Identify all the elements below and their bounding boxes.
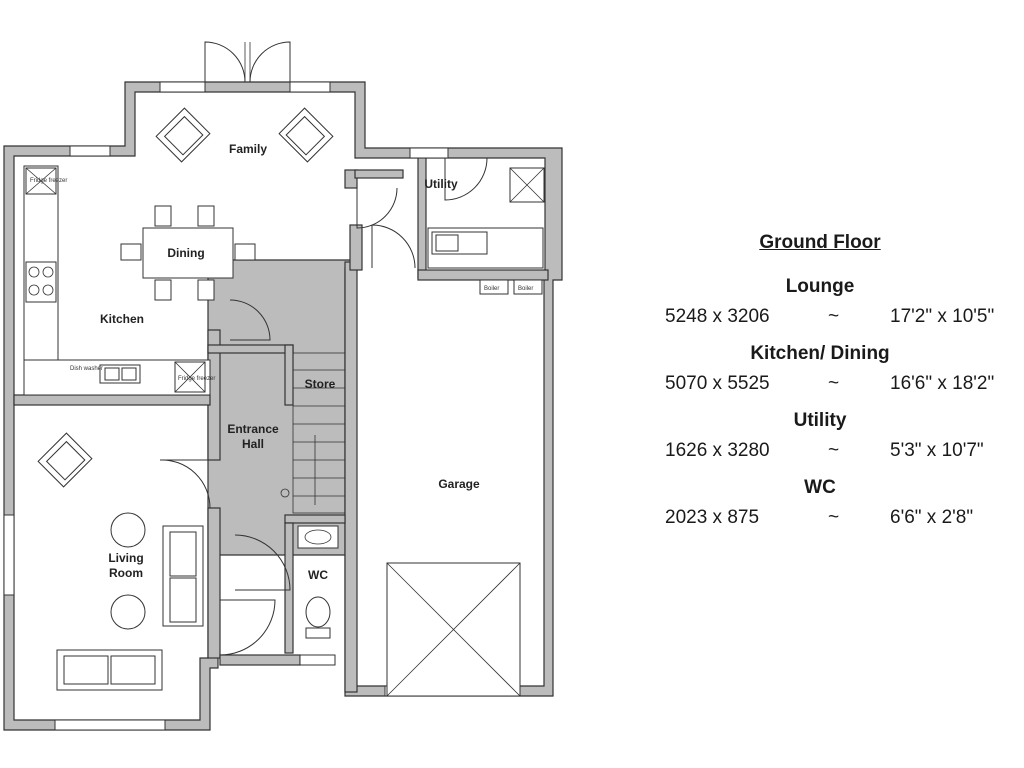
room-label-entrance: Entrance <box>227 422 279 436</box>
room-dimensions-kitchen-dining: 5070 x 5525 ~ 16'6" x 18'2" <box>650 369 1020 406</box>
kitchen-units <box>23 165 211 396</box>
room-name-utility: Utility <box>793 410 847 431</box>
imperial-dimension: 16'6" x 18'2" <box>890 373 995 394</box>
fridge-freezer-label-2: Fridge freezer <box>178 376 215 382</box>
french-doors <box>204 41 291 83</box>
room-label-kitchen: Kitchen <box>100 312 144 326</box>
room-label-store: Store <box>305 377 336 391</box>
imperial-dimension: 5'3" x 10'7" <box>890 440 984 461</box>
metric-dimension: 1626 x 3280 <box>665 440 770 461</box>
room-name-lounge: Lounge <box>785 276 855 297</box>
metric-dimension: 5248 x 3206 <box>665 306 770 327</box>
room-label-dining: Dining <box>167 246 204 260</box>
room-label-living: Living <box>108 551 143 565</box>
wc-fixtures <box>297 525 339 639</box>
separator: ~ <box>828 507 840 528</box>
room-label-room: Room <box>109 566 143 580</box>
room-schedule: Ground Floor Lounge 5248 x 3206 ~ 17'2" … <box>650 232 1020 540</box>
room-dimensions-lounge: 5248 x 3206 ~ 17'2" x 10'5" <box>650 302 1020 339</box>
internal-doors <box>159 157 488 656</box>
separator: ~ <box>828 306 840 327</box>
dining-table <box>120 205 256 301</box>
stairs <box>280 352 346 514</box>
metric-dimension: 5070 x 5525 <box>665 373 770 394</box>
room-label-utility: Utility <box>424 177 458 191</box>
boiler-label-2: Boiler <box>518 286 533 292</box>
separator: ~ <box>828 373 840 394</box>
room-label-hall: Hall <box>242 437 264 451</box>
imperial-dimension: 17'2" x 10'5" <box>890 306 995 327</box>
fridge-freezer-label: Fridge freezer <box>30 178 67 184</box>
armchair-right <box>278 107 334 163</box>
room-dimensions-utility: 1626 x 3280 ~ 5'3" x 10'7" <box>650 436 1020 473</box>
room-name-wc: WC <box>804 477 836 498</box>
living-furniture <box>37 432 204 691</box>
dishwasher-label: Dish washer <box>70 366 103 372</box>
armchair-left <box>155 107 211 163</box>
boiler-label-1: Boiler <box>484 286 499 292</box>
imperial-dimension: 6'6" x 2'8" <box>890 507 974 528</box>
room-label-garage: Garage <box>438 477 480 491</box>
garage-door <box>386 562 521 697</box>
room-label-family: Family <box>229 142 267 156</box>
room-label-wc: WC <box>308 568 328 582</box>
separator: ~ <box>828 440 840 461</box>
room-dimensions-wc: 2023 x 875 ~ 6'6" x 2'8" <box>650 503 1020 540</box>
room-name-kitchen-dining: Kitchen/ Dining <box>750 343 890 364</box>
utility-fixtures <box>427 167 545 295</box>
metric-dimension: 2023 x 875 <box>665 507 760 528</box>
schedule-heading: Ground Floor <box>759 232 881 253</box>
floor-plan: Fridge freezer Dish washer Fridge freeze… <box>3 41 563 731</box>
